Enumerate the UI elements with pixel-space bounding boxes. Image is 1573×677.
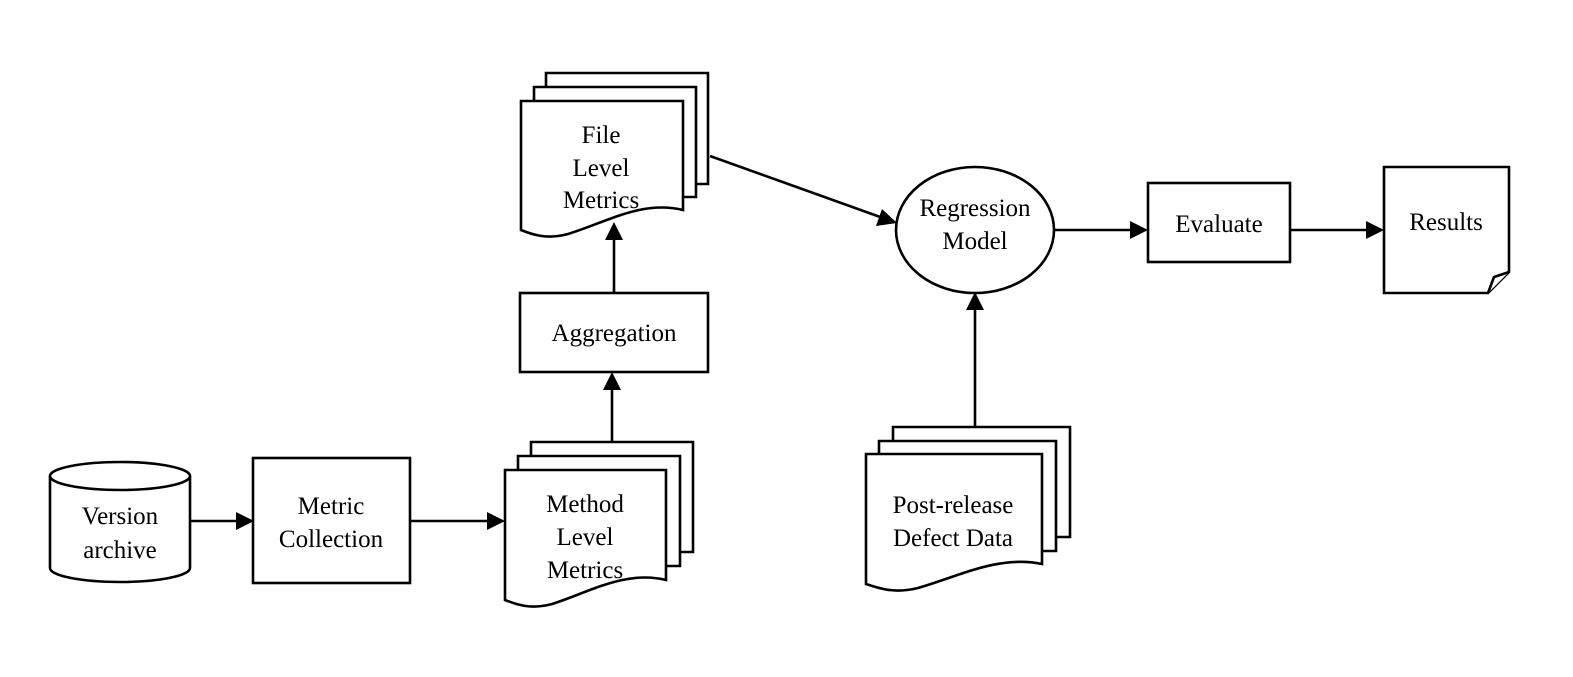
regression-model-line-2: Model [942,228,1007,255]
arrowhead-metric-collection [236,512,254,530]
arrowhead-method-level-metrics [487,512,505,530]
edge-file-level-metrics-to-regression-model [709,154,884,220]
node-results: Results [1382,165,1511,295]
node-version-archive: Version archive [48,460,192,584]
file-level-metrics-line-2: Level [573,155,630,182]
arrowhead-regression-model-from-defects [966,292,984,310]
node-evaluate: Evaluate [1146,181,1292,264]
arrowhead-aggregation [603,372,621,390]
evaluate-label: Evaluate [1175,211,1262,238]
results-label: Results [1409,209,1483,236]
node-post-release-defect-data: Post-release Defect Data [864,425,1072,592]
post-release-defect-data-line-1: Post-release [893,492,1014,519]
version-archive-line-2: archive [83,537,157,564]
method-level-metrics-line-3: Metrics [547,557,623,584]
file-level-metrics-line-3: Metrics [563,187,639,214]
version-archive-line-1: Version [82,503,159,530]
node-method-level-metrics: Method Level Metrics [503,440,695,608]
node-aggregation: Aggregation [518,291,710,374]
metric-collection-line-1: Metric [298,493,365,520]
node-file-level-metrics: File Level Metrics [519,71,710,238]
aggregation-label: Aggregation [552,320,677,347]
arrowhead-evaluate [1130,221,1148,239]
node-metric-collection: Metric Collection [251,456,412,585]
method-level-metrics-line-2: Level [557,524,614,551]
arrowhead-results [1366,221,1384,239]
method-level-metrics-line-1: Method [546,491,624,518]
post-release-defect-data-line-2: Defect Data [893,525,1013,552]
metric-collection-line-2: Collection [279,526,384,553]
arrowhead-regression-model-from-file [876,209,897,226]
arrowhead-file-level-metrics [605,222,623,240]
regression-model-line-1: Regression [919,195,1031,222]
edges [190,154,1384,530]
node-regression-model: Regression Model [894,165,1056,295]
file-level-metrics-line-1: File [582,122,621,149]
